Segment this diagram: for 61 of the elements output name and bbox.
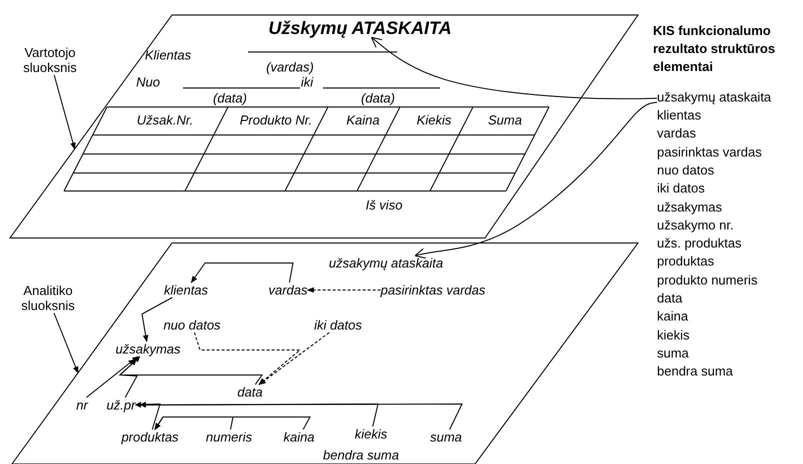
element-label: užsakymų ataskaita <box>328 256 444 270</box>
layer-caption: Vartotojo sluoksnis <box>10 45 90 75</box>
column-header: Suma <box>488 112 522 128</box>
form-label: Iš viso <box>366 198 402 212</box>
list-item: iki datos <box>657 180 705 196</box>
list-item: vardas <box>657 126 696 141</box>
layer-plane <box>12 243 638 464</box>
column-header: Užsak.Nr. <box>136 112 194 128</box>
element-label: klientas <box>164 282 208 298</box>
list-item: užsakymų ataskaita <box>657 90 772 104</box>
form-label: Klientas <box>144 48 192 62</box>
element-label: nuo datos <box>163 318 221 332</box>
form-label: (vardas) <box>266 60 314 74</box>
list-item: užsakymas <box>657 199 722 214</box>
list-item: užs. produktas <box>657 236 742 251</box>
list-item: produktas <box>657 254 714 269</box>
list-item: pasirinktas vardas <box>657 144 762 160</box>
element-label: nr <box>76 398 88 412</box>
curved-arrow <box>371 36 658 100</box>
list-item: bendra suma <box>657 364 733 379</box>
arrow <box>194 332 302 385</box>
element-label: vardas <box>268 282 308 298</box>
form-label: Nuo <box>136 74 160 90</box>
arrow <box>258 332 330 385</box>
curved-arrow <box>414 102 658 259</box>
list-item: suma <box>657 345 689 360</box>
element-label: numeris <box>206 430 252 444</box>
arrow <box>134 402 161 430</box>
column-header: Kaina <box>346 112 380 128</box>
element-label: užsakymas <box>115 342 181 356</box>
report-title: Užskymų ATASKAITA <box>268 18 452 38</box>
form-label: (data) <box>361 90 395 106</box>
element-label: data <box>237 384 263 400</box>
list-item: produkto numeris <box>657 272 758 288</box>
element-label: kaina <box>283 430 315 444</box>
arrow <box>154 416 311 430</box>
layer-plane <box>10 15 638 238</box>
element-label: iki datos <box>314 318 362 332</box>
layer-caption: Analitiko sluoksnis <box>8 283 88 313</box>
list-item: klientas <box>657 108 702 122</box>
element-label: kiekis <box>354 426 388 442</box>
list-item: nuo datos <box>657 162 714 178</box>
form-label: bendra suma <box>323 448 399 462</box>
list-heading: KIS funkcionalumo rezultato struktūros elementai <box>653 22 776 76</box>
element-label: už.pr <box>106 398 136 412</box>
leader-arrow <box>54 312 78 374</box>
arrow <box>190 262 294 284</box>
list-item: kaina <box>657 308 688 324</box>
arrow <box>306 287 382 293</box>
leader-arrow <box>54 74 76 150</box>
list-item: užsakymo nr. <box>657 217 734 232</box>
form-label: iki <box>300 74 314 90</box>
list-item: data <box>657 290 682 306</box>
element-label: produktas <box>121 430 179 444</box>
column-header: Produkto Nr. <box>240 112 312 128</box>
column-header: Kiekis <box>416 112 452 128</box>
element-label: suma <box>430 430 462 444</box>
list-item: kiekis <box>657 327 690 342</box>
element-label: pasirinktas vardas <box>380 282 486 298</box>
arrow <box>141 297 173 342</box>
form-label: (data) <box>213 90 247 106</box>
